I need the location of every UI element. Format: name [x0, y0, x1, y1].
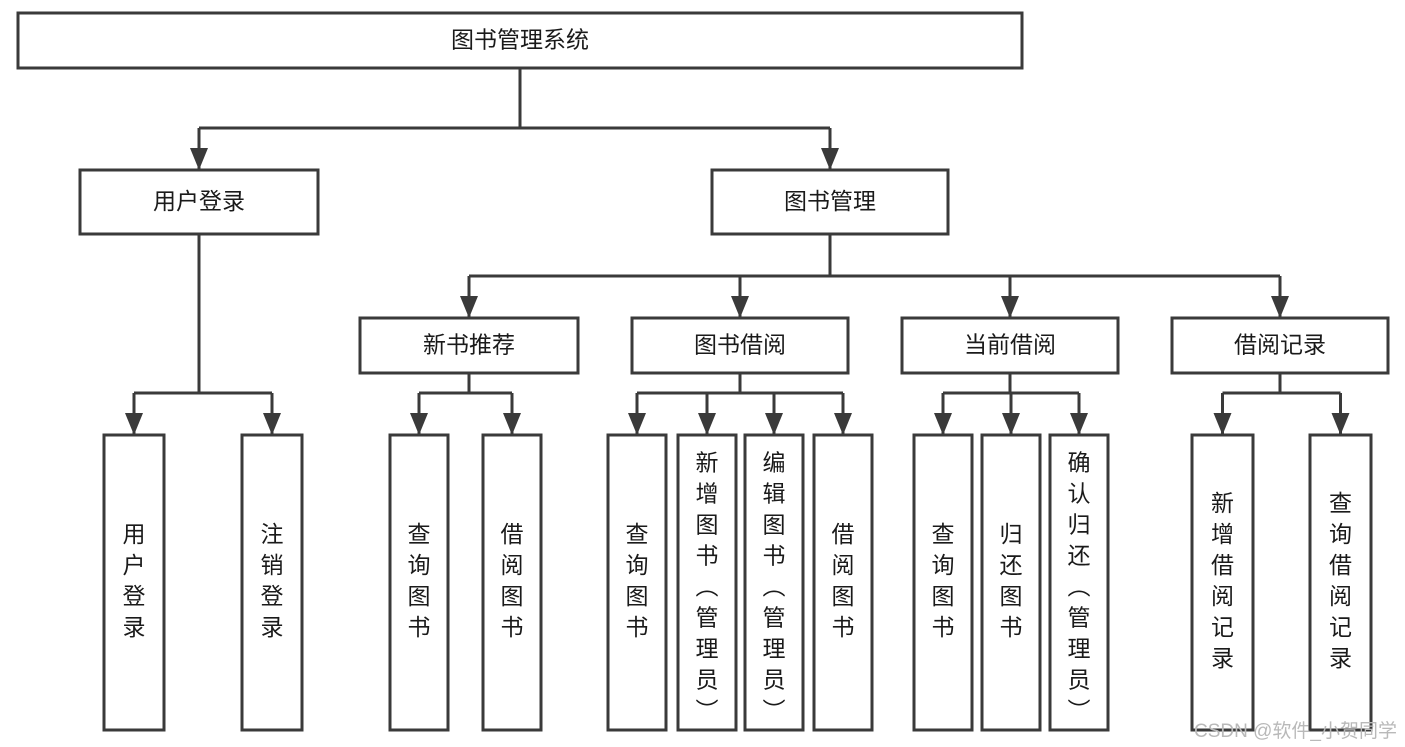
- arrow-head-icon: [410, 413, 428, 435]
- node-leaf-return-book[interactable]: 归还图书: [980, 433, 1042, 732]
- node-leaf-edit-book-admin[interactable]: 编辑图书︵管理员︶: [743, 433, 805, 732]
- node-new-book-recommend[interactable]: 新书推荐: [358, 316, 580, 375]
- arrow-head-icon: [460, 296, 478, 318]
- arrow-head-icon: [1271, 296, 1289, 318]
- arrow-head-icon: [821, 148, 839, 170]
- node-book-manage[interactable]: 图书管理: [710, 168, 950, 236]
- node-box-user-login: [78, 168, 320, 236]
- node-leaf-confirm-return-admin[interactable]: 确认归还︵管理员︶: [1048, 433, 1110, 732]
- node-box-leaf-user-login: [102, 433, 166, 732]
- node-label-borrow-record: 借阅记录: [1234, 332, 1326, 358]
- node-borrow-record[interactable]: 借阅记录: [1170, 316, 1390, 375]
- node-box-new-book-recommend: [358, 316, 580, 375]
- node-user-login[interactable]: 用户登录: [78, 168, 320, 236]
- node-box-leaf-user-logout: [240, 433, 304, 732]
- node-box-leaf-return-book: [980, 433, 1042, 732]
- node-label-root: 图书管理系统: [451, 27, 589, 53]
- node-box-leaf-query-book-2: [606, 433, 668, 732]
- arrow-head-icon: [934, 413, 952, 435]
- connector-layer: [125, 68, 1350, 435]
- node-label-book-manage: 图书管理: [784, 188, 876, 214]
- node-box-leaf-add-borrow-record: [1190, 433, 1255, 732]
- node-root[interactable]: 图书管理系统: [16, 11, 1024, 70]
- arrow-head-icon: [834, 413, 852, 435]
- node-box-current-borrow: [900, 316, 1120, 375]
- node-box-book-borrow: [630, 316, 850, 375]
- node-label-user-login: 用户登录: [153, 188, 245, 214]
- node-layer: 图书管理系统用户登录图书管理新书推荐图书借阅当前借阅借阅记录用户登录注销登录查询…: [16, 11, 1390, 732]
- node-label-leaf-borrow-book-1: 借阅图书: [501, 521, 524, 640]
- node-book-borrow[interactable]: 图书借阅: [630, 316, 850, 375]
- node-box-leaf-borrow-book-1: [481, 433, 543, 732]
- arrow-head-icon: [765, 413, 783, 435]
- node-box-leaf-edit-book-admin: [743, 433, 805, 732]
- node-label-leaf-query-borrow-record: 查询借阅记录: [1329, 490, 1352, 671]
- node-current-borrow[interactable]: 当前借阅: [900, 316, 1120, 375]
- node-leaf-borrow-book-2[interactable]: 借阅图书: [812, 433, 874, 732]
- node-box-book-manage: [710, 168, 950, 236]
- node-box-borrow-record: [1170, 316, 1390, 375]
- node-leaf-query-book-1[interactable]: 查询图书: [388, 433, 450, 732]
- arrow-head-icon: [190, 148, 208, 170]
- node-box-leaf-borrow-book-2: [812, 433, 874, 732]
- edges-from-root: [190, 68, 839, 170]
- arrow-head-icon: [628, 413, 646, 435]
- node-leaf-query-book-3[interactable]: 查询图书: [912, 433, 974, 732]
- node-label-leaf-confirm-return-admin: 确认归还︵管理员︶: [1068, 450, 1091, 724]
- node-leaf-borrow-book-1[interactable]: 借阅图书: [481, 433, 543, 732]
- edges-from-borrow-record: [1213, 373, 1350, 435]
- arrow-head-icon: [503, 413, 521, 435]
- node-label-leaf-user-login: 用户登录: [123, 521, 146, 640]
- node-label-new-book-recommend: 新书推荐: [423, 332, 515, 358]
- node-label-leaf-return-book: 归还图书: [1000, 521, 1023, 640]
- node-label-leaf-user-logout: 注销登录: [261, 521, 284, 640]
- node-box-leaf-query-borrow-record: [1308, 433, 1373, 732]
- node-label-current-borrow: 当前借阅: [964, 332, 1056, 358]
- node-box-leaf-confirm-return-admin: [1048, 433, 1110, 732]
- edges-from-user-login: [125, 234, 281, 435]
- arrow-head-icon: [1070, 413, 1088, 435]
- node-label-book-borrow: 图书借阅: [694, 332, 786, 358]
- node-label-leaf-query-book-3: 查询图书: [932, 521, 955, 640]
- node-box-root: [16, 11, 1024, 70]
- node-box-leaf-query-book-3: [912, 433, 974, 732]
- edges-from-current-borrow: [934, 373, 1088, 435]
- arrow-head-icon: [731, 296, 749, 318]
- node-leaf-user-login[interactable]: 用户登录: [102, 433, 166, 732]
- node-label-leaf-query-book-1: 查询图书: [408, 521, 431, 640]
- arrow-head-icon: [698, 413, 716, 435]
- node-leaf-add-borrow-record[interactable]: 新增借阅记录: [1190, 433, 1255, 732]
- node-label-leaf-add-book-admin: 新增图书︵管理员︶: [696, 450, 719, 724]
- node-label-leaf-query-book-2: 查询图书: [626, 521, 649, 640]
- arrow-head-icon: [1331, 413, 1350, 435]
- arrow-head-icon: [1213, 413, 1232, 435]
- node-box-leaf-add-book-admin: [676, 433, 738, 732]
- node-label-leaf-add-borrow-record: 新增借阅记录: [1211, 490, 1234, 671]
- arrow-head-icon: [1002, 413, 1020, 435]
- arrow-head-icon: [125, 413, 143, 435]
- csdn-watermark: CSDN @软件_小贺同学: [1194, 721, 1397, 742]
- node-leaf-query-borrow-record[interactable]: 查询借阅记录: [1308, 433, 1373, 732]
- edges-from-new-book-recommend: [410, 373, 521, 435]
- node-label-leaf-edit-book-admin: 编辑图书︵管理员︶: [763, 450, 786, 724]
- node-leaf-user-logout[interactable]: 注销登录: [240, 433, 304, 732]
- node-label-leaf-borrow-book-2: 借阅图书: [832, 521, 855, 640]
- edges-from-book-manage: [460, 234, 1289, 318]
- node-leaf-query-book-2[interactable]: 查询图书: [606, 433, 668, 732]
- arrow-head-icon: [263, 413, 281, 435]
- edges-from-book-borrow: [628, 373, 852, 435]
- arrow-head-icon: [1001, 296, 1019, 318]
- node-leaf-add-book-admin[interactable]: 新增图书︵管理员︶: [676, 433, 738, 732]
- node-box-leaf-query-book-1: [388, 433, 450, 732]
